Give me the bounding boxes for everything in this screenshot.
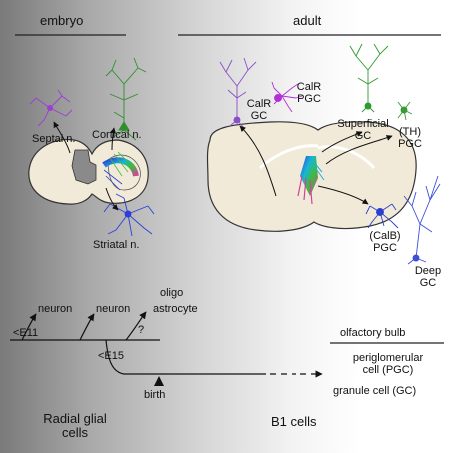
b1-cells-label: B1 cells — [271, 414, 317, 429]
gc-description: granule cell (GC) — [333, 385, 417, 397]
lineage-neuron-1: neuron — [38, 303, 73, 315]
lineage-e15: <E15 — [98, 350, 124, 362]
birth-marker — [154, 376, 164, 386]
arrow-to-striatal — [105, 187, 119, 211]
th-pgc-label: (TH)PGC — [398, 126, 422, 150]
calb-pgc-neuron — [365, 203, 399, 229]
calb-pgc-label: (CalB)PGC — [369, 230, 401, 254]
septal-neuron — [29, 89, 73, 127]
septal-label: Septal n. — [32, 133, 76, 145]
lineage-oligo: oligo — [160, 287, 184, 299]
striatal-label: Striatal n. — [93, 239, 140, 251]
lineage-e11: <E11 — [13, 327, 39, 339]
lineage-neuron-2: neuron — [96, 303, 131, 315]
deep-gc-neuron — [403, 175, 441, 265]
lineage-tree — [10, 311, 323, 378]
arrow-to-calr-gc — [239, 125, 277, 197]
cortical-neuron — [105, 57, 147, 141]
calr-pgc-neuron — [271, 81, 303, 113]
lineage-astrocyte: astrocyte — [153, 303, 198, 315]
arrow-to-superficial-gc — [321, 131, 363, 153]
calr-gc-neuron — [219, 57, 257, 129]
lineage-question: ? — [138, 324, 145, 336]
striatal-neuron — [103, 193, 155, 237]
lineage-birth: birth — [144, 389, 166, 401]
arrow-to-th-pgc — [325, 135, 393, 165]
adult-header: adult — [293, 13, 322, 28]
arrow-to-septal — [53, 121, 71, 154]
embryo-brain-section — [28, 138, 149, 205]
cortical-label: Cortical n. — [92, 129, 142, 141]
embryo-header: embryo — [40, 13, 84, 28]
olfactory-bulb-title: olfactory bulb — [340, 327, 406, 339]
th-pgc-neuron — [397, 101, 413, 121]
arrow-to-calb-pgc — [317, 185, 369, 205]
arrow-to-cortical — [110, 127, 117, 151]
superficial-gc-neuron — [349, 43, 389, 113]
